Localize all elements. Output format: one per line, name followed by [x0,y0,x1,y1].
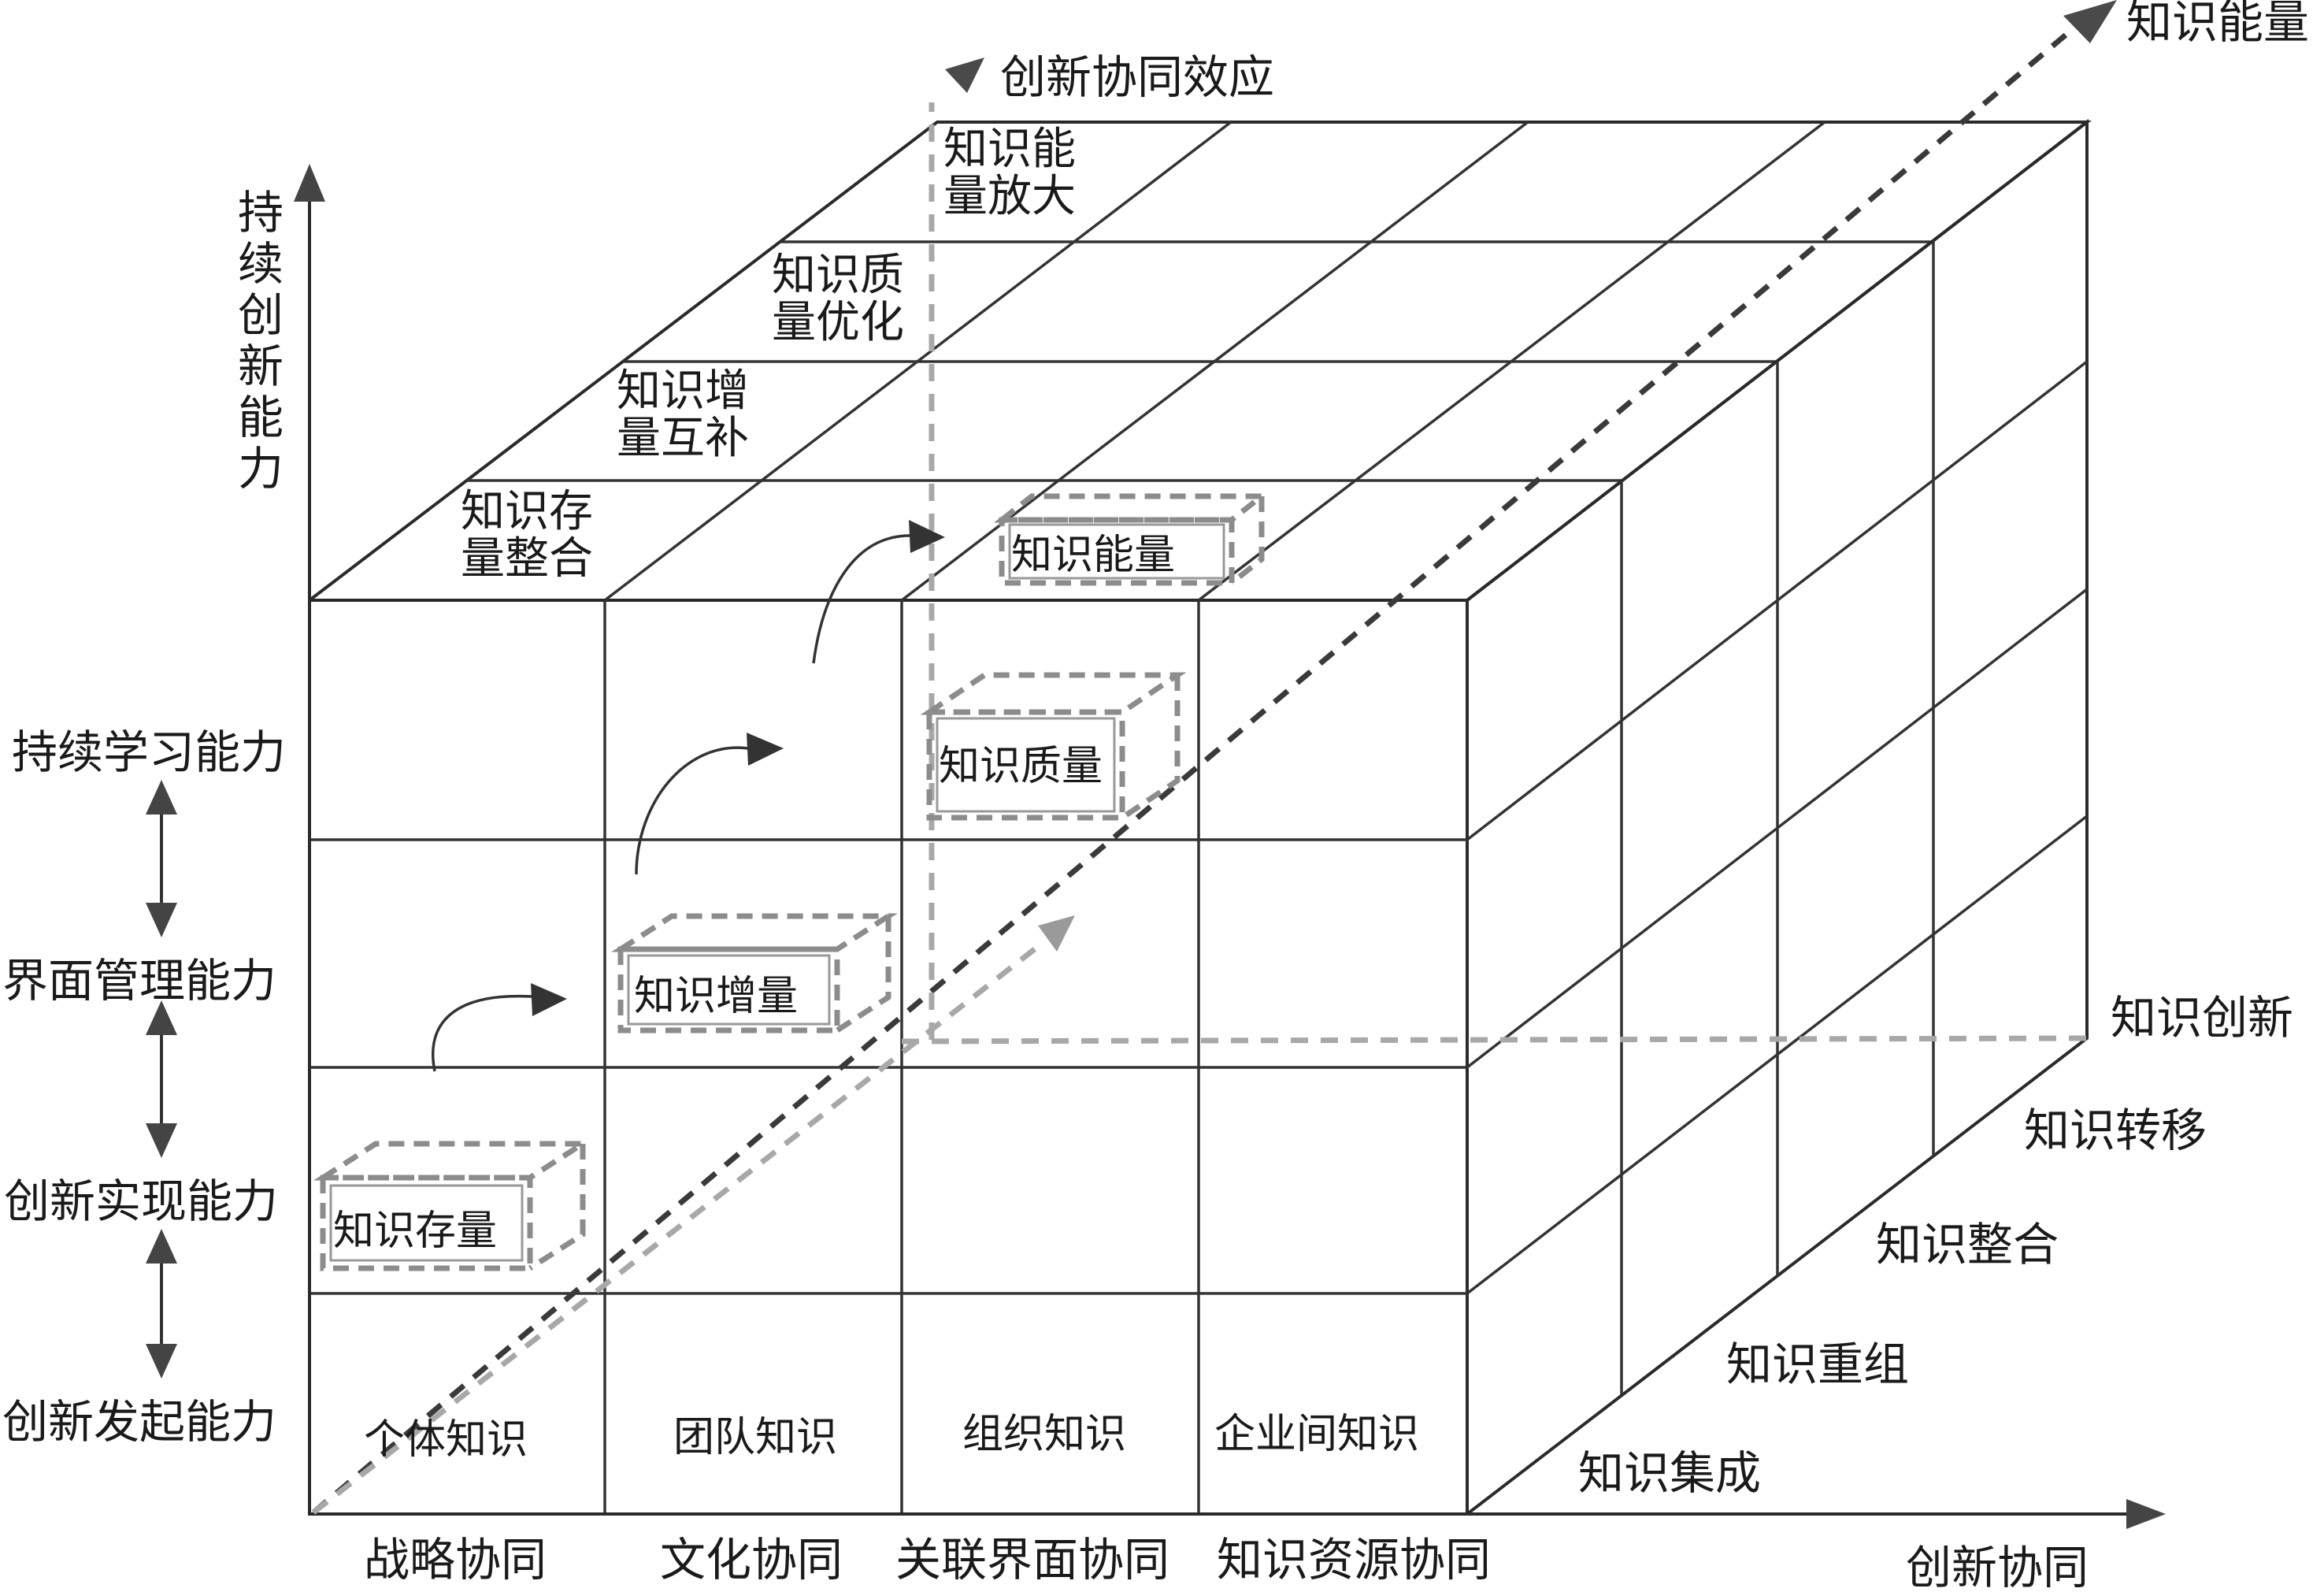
process-label-1: 知识创新 [2111,991,2293,1045]
effect-label-2-line2: 量互补 [617,413,749,464]
axes [294,164,2166,1529]
knowledge-label-3: 组织知识 [962,1411,1126,1458]
knowledge-energy-dashed-line [311,21,2081,1515]
box-label-increment: 知识增量 [634,973,798,1020]
effect-label-3-line1: 知识质 [772,250,904,301]
knowledge-label-2: 团队知识 [673,1414,837,1461]
svg-text:创: 创 [238,288,284,342]
ability-label-4: 创新发起能力 [2,1395,276,1449]
process-label-4: 知识重组 [1726,1338,1909,1391]
innovation-dashed-line [901,1035,2088,1045]
process-label-5: 知识集成 [1578,1446,1761,1500]
ability-label-3: 创新实现能力 [4,1175,278,1228]
process-label-3: 知识整合 [1876,1218,2059,1271]
synergy-label-4: 知识资源协同 [1217,1533,1491,1586]
effect-label-4-line2: 量放大 [943,171,1076,222]
progression-arrows [432,520,945,1072]
horizontal-axis-arrowhead [2126,1499,2166,1529]
box-label-energy: 知识能量 [1011,532,1175,579]
synergy-effect-arrowhead [945,58,984,93]
knowledge-label-1: 个体知识 [364,1416,528,1464]
ability-double-arrow-1 [146,780,177,937]
synergy-effect-label: 创新协同效应 [1000,50,1274,104]
knowledge-box-quality [920,672,1187,821]
svg-text:力: 力 [238,442,284,495]
svg-text:能: 能 [238,391,284,444]
box-label-quality: 知识质量 [939,743,1103,790]
synergy-label-1: 战略协同 [364,1533,547,1586]
ability-arrows [146,780,177,1379]
progression-arrowhead-2 [747,733,784,766]
box-labels: 知识存量 知识增量 知识质量 知识能量 [333,532,1175,1255]
synergy-label-2: 文化协同 [660,1533,843,1586]
knowledge-box-stock [313,1141,592,1271]
effect-label-1-line1: 知识存 [461,486,593,537]
right-process-labels: 知识创新 知识转移 知识整合 知识重组 知识集成 [1578,991,2293,1500]
svg-text:持: 持 [238,186,284,239]
effect-label-2-line1: 知识增 [617,366,749,417]
box-label-stock: 知识存量 [333,1208,497,1255]
front-knowledge-labels: 个体知识 团队知识 组织知识 企业间知识 [364,1411,1419,1464]
ability-label-1: 持续学习能力 [12,725,286,779]
knowledge-energy-axis-label: 知识能量 [2126,0,2309,49]
effect-label-1-line2: 量整合 [461,533,593,584]
effect-label-3-line2: 量优化 [772,297,904,348]
bottom-synergy-labels: 战略协同 文化协同 关联界面协同 知识资源协同 [364,1533,1491,1586]
knowledge-box-increment [611,913,898,1034]
knowledge-transfer-arrowhead [1038,915,1075,952]
vertical-axis-arrowhead [294,164,325,202]
effect-label-4-line1: 知识能 [943,124,1076,175]
ability-label-2: 界面管理能力 [2,954,276,1008]
innovation-synergy-axis-label: 创新协同 [1906,1541,2089,1588]
svg-text:新: 新 [238,340,284,393]
process-label-2: 知识转移 [2024,1104,2207,1157]
top-effect-labels: 知识存 量整合 知识增 量互补 知识质 量优化 知识能 量放大 [461,124,1076,584]
progression-arrowhead-3 [909,520,945,553]
dashed-vectors [311,0,2117,1515]
ability-double-arrow-2 [146,1000,177,1158]
vertical-axis-label: 持 续 创 新 能 力 [238,186,284,495]
knowledge-transfer-dashed-line [311,943,1042,1515]
knowledge-box-energy [993,493,1270,586]
progression-arrowhead-1 [531,983,567,1016]
svg-text:续: 续 [238,237,284,291]
left-ability-labels: 持续学习能力 界面管理能力 创新实现能力 创新发起能力 [2,725,286,1449]
knowledge-label-4: 企业间知识 [1214,1411,1419,1458]
synergy-label-3: 关联界面协同 [895,1533,1169,1586]
knowledge-energy-arrowhead [2063,0,2117,43]
ability-double-arrow-3 [146,1229,177,1379]
